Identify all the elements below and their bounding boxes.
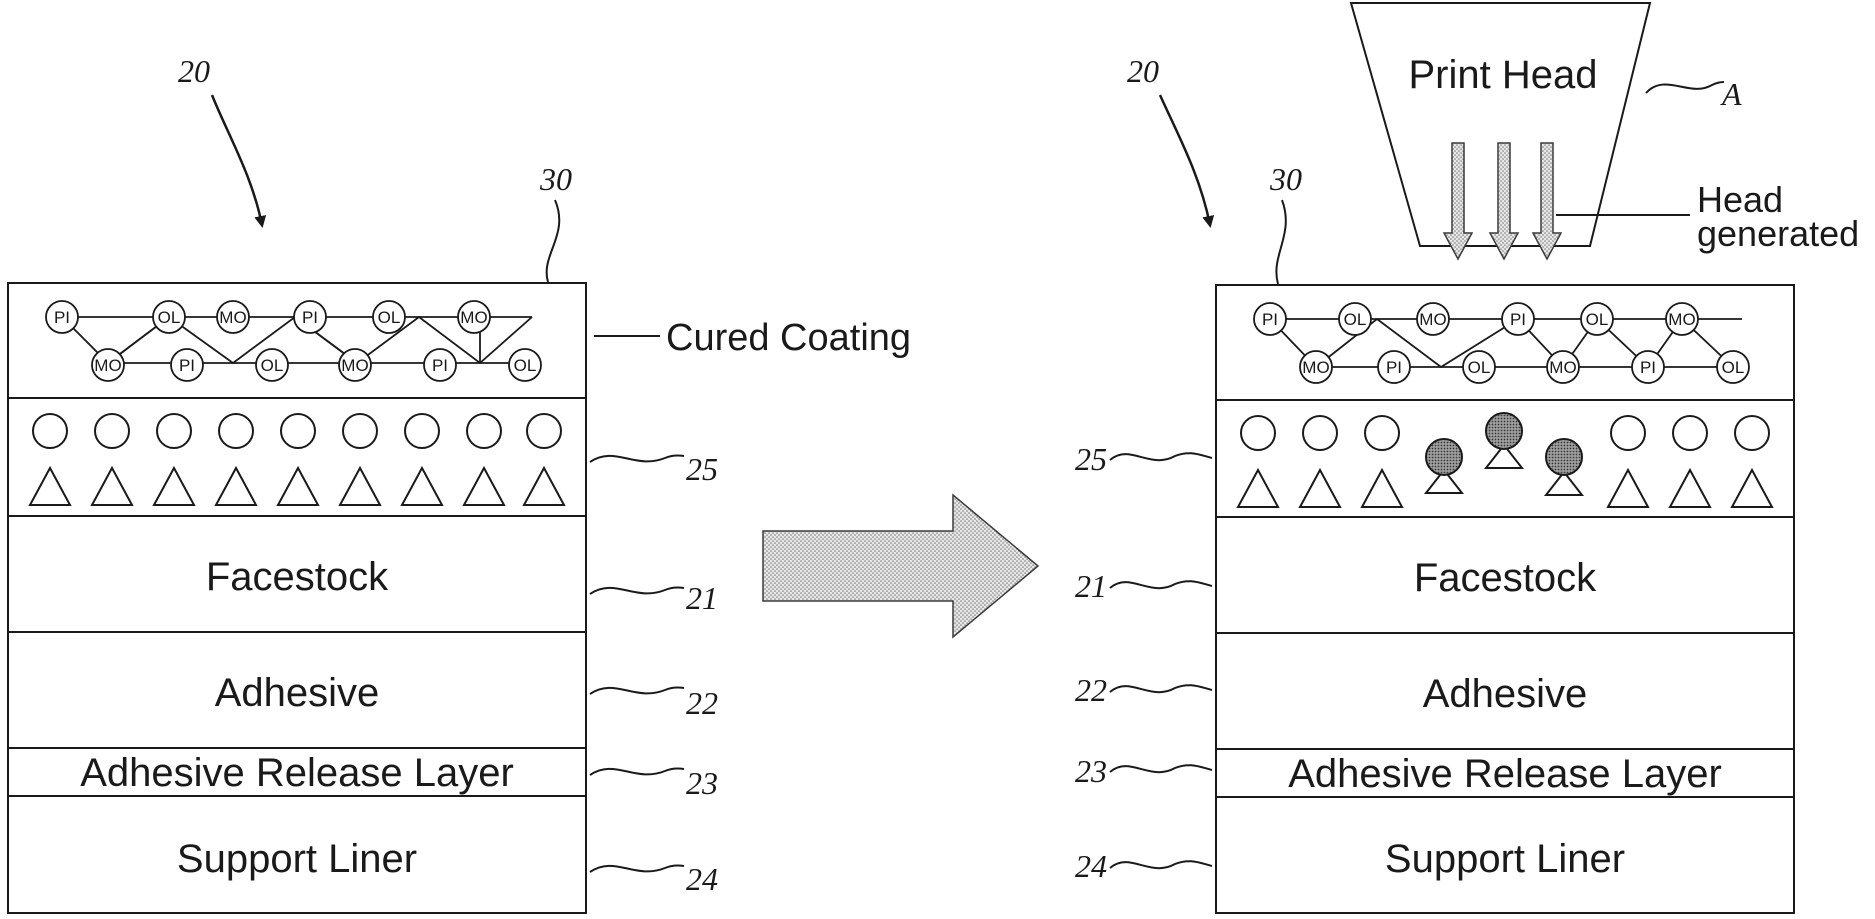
right-particle-triangles	[1238, 470, 1772, 507]
left-ref-assembly: 20	[178, 53, 210, 89]
print-head-ref-leader	[1646, 82, 1724, 93]
right-assembly-arrow	[1160, 95, 1210, 225]
left-node-top-3: PI	[302, 308, 318, 327]
right-adhesive-label: Adhesive	[1423, 672, 1588, 716]
print-head-label: Print Head	[1409, 53, 1598, 97]
left-node-top-2: MO	[219, 308, 246, 327]
left-adhesive-label: Adhesive	[215, 671, 380, 715]
right-ref-liner: 24	[1075, 848, 1107, 884]
left-particle-circles	[33, 414, 561, 448]
left-coating-nodes-bottom: MO PI OL MO PI OL	[92, 349, 541, 381]
cured-coating-label: Cured Coating	[666, 317, 911, 359]
left-node-bottom-5: OL	[514, 356, 537, 375]
heat-arrows	[1444, 143, 1561, 259]
left-node-bottom-3: MO	[341, 356, 368, 375]
right-ref-particles-leader	[1110, 453, 1212, 460]
left-ref-release: 23	[686, 765, 718, 801]
left-node-bottom-1: PI	[179, 356, 195, 375]
left-node-top-5: MO	[460, 308, 487, 327]
left-node-top-4: OL	[378, 308, 401, 327]
right-ref-assembly: 20	[1127, 53, 1159, 89]
right-node-top-4: OL	[1586, 310, 1609, 329]
right-node-top-2: MO	[1419, 310, 1446, 329]
left-ref-adhesive: 22	[686, 685, 718, 721]
right-reacted-particles	[1426, 413, 1582, 495]
right-assembly: 20 30 Print Head A Head generated	[1075, 3, 1859, 913]
right-ref-coating: 30	[1269, 161, 1302, 197]
right-ref-particles: 25	[1075, 441, 1107, 477]
right-release-label: Adhesive Release Layer	[1288, 752, 1722, 796]
right-ref-adhesive: 22	[1075, 672, 1107, 708]
right-ref-release: 23	[1075, 753, 1107, 789]
right-ref-adhesive-leader	[1110, 685, 1212, 692]
right-node-bottom-4: PI	[1640, 358, 1656, 377]
right-ref-release-leader	[1110, 765, 1212, 772]
left-assembly-arrow	[212, 95, 262, 225]
left-particle-triangles	[30, 468, 564, 505]
left-coating-layer	[8, 283, 586, 398]
left-ref-coating: 30	[539, 161, 572, 197]
left-ref-particles: 25	[686, 451, 718, 487]
right-node-top-1: OL	[1344, 310, 1367, 329]
left-ref-liner: 24	[686, 861, 718, 897]
right-node-top-5: MO	[1668, 310, 1695, 329]
right-ref-facestock-leader	[1110, 581, 1212, 588]
left-node-bottom-4: PI	[432, 356, 448, 375]
right-node-top-3: PI	[1510, 310, 1526, 329]
left-ref-particles-leader	[590, 455, 684, 462]
right-node-bottom-1: PI	[1386, 358, 1402, 377]
left-node-top-1: OL	[158, 308, 181, 327]
heat-label-line2: generated	[1697, 213, 1859, 254]
left-ref-facestock-leader	[590, 587, 684, 594]
left-release-label: Adhesive Release Layer	[80, 751, 514, 795]
left-ref-release-leader	[590, 768, 684, 775]
left-ref-coating-leader	[547, 200, 560, 282]
left-node-top-0: PI	[54, 308, 70, 327]
right-liner-label: Support Liner	[1385, 837, 1625, 881]
left-liner-label: Support Liner	[177, 837, 417, 881]
right-node-bottom-2: OL	[1468, 358, 1491, 377]
left-ref-liner-leader	[590, 865, 684, 872]
print-head-ref: A	[1720, 76, 1742, 112]
right-node-top-0: PI	[1262, 310, 1278, 329]
reacted-particle-1	[1426, 439, 1462, 475]
right-ref-coating-leader	[1276, 200, 1285, 284]
left-node-bottom-2: OL	[261, 356, 284, 375]
right-node-bottom-0: MO	[1302, 358, 1329, 377]
reacted-particle-3	[1546, 439, 1582, 475]
left-ref-adhesive-leader	[590, 687, 684, 694]
right-facestock-label: Facestock	[1414, 556, 1597, 600]
reacted-particle-2	[1486, 413, 1522, 449]
right-node-bottom-5: OL	[1722, 358, 1745, 377]
right-ref-liner-leader	[1110, 861, 1212, 868]
right-ref-facestock: 21	[1075, 568, 1107, 604]
left-facestock-label: Facestock	[206, 555, 389, 599]
left-assembly: 20 30 PI OL MO PI	[8, 53, 911, 913]
transition-arrow	[763, 495, 1038, 637]
right-node-bottom-3: MO	[1549, 358, 1576, 377]
left-node-bottom-0: MO	[94, 356, 121, 375]
left-ref-facestock: 21	[686, 580, 718, 616]
